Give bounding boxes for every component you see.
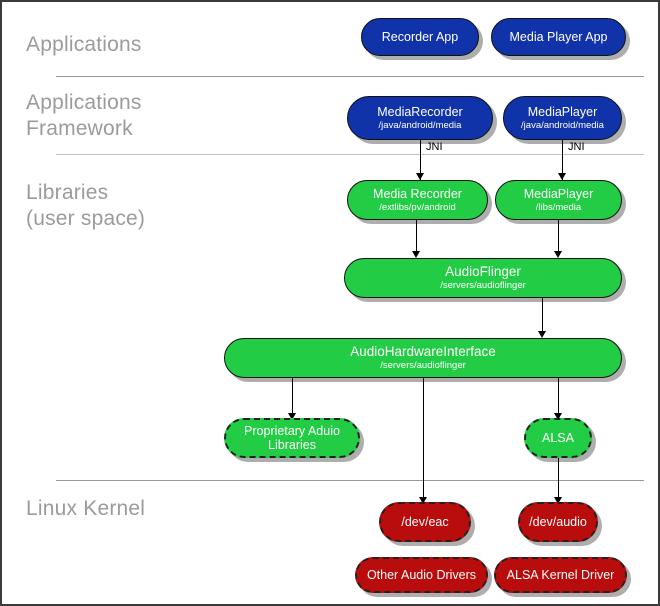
node-dev-audio-title: /dev/audio — [529, 515, 587, 529]
edge-ahi-to-dev-eac — [423, 378, 424, 502]
node-proprietary-audio-libs-title: Proprietary Aduio — [244, 424, 340, 438]
edge-label-jni-right: JNI — [568, 141, 585, 153]
node-media-recorder-lib-title: Media Recorder — [373, 187, 462, 201]
edge-audioflinger-to-ahi-arrow — [538, 331, 546, 338]
node-mediaplayer-framework[interactable]: MediaPlayer /java/android/media — [503, 96, 622, 140]
edge-alsa-to-dev-audio-arrow — [554, 497, 562, 504]
edge-ahi-to-dev-eac-arrow — [419, 497, 427, 504]
edge-ahi-to-alsa — [558, 378, 559, 418]
edge-mediarecorder-jni-arrow — [416, 173, 424, 180]
node-recorder-app-title: Recorder App — [381, 30, 459, 44]
node-audiohardwareinterface-title: AudioHardwareInterface — [350, 344, 496, 359]
node-proprietary-audio-libs[interactable]: Proprietary Aduio Libraries — [224, 418, 360, 458]
node-mediaplayer-framework-title: MediaPlayer — [527, 105, 598, 119]
node-media-player-app-title: Media Player App — [509, 30, 608, 44]
node-audioflinger-title: AudioFlinger — [445, 264, 521, 279]
node-other-audio-drivers-title: Other Audio Drivers — [366, 568, 477, 582]
node-media-player-app[interactable]: Media Player App — [491, 18, 626, 56]
node-alsa-kernel-driver[interactable]: ALSA Kernel Driver — [494, 557, 627, 593]
node-mediaplayer-lib-title: MediaPlayer — [523, 187, 594, 201]
node-alsa[interactable]: ALSA — [524, 418, 592, 458]
edge-audioflinger-to-ahi — [542, 298, 543, 336]
edge-mediaplayer-to-audioflinger — [558, 220, 559, 256]
edge-mediarecorder-to-audioflinger — [416, 220, 417, 256]
edge-ahi-to-proprietary-arrow — [288, 413, 296, 420]
node-alsa-kernel-driver-title: ALSA Kernel Driver — [506, 568, 615, 582]
divider-applications — [56, 76, 644, 77]
layer-label-applications-framework: Applications Framework — [26, 91, 142, 140]
node-media-recorder-lib-path: /extlibs/pv/android — [379, 202, 456, 213]
edge-alsa-to-dev-audio — [558, 458, 559, 502]
divider-framework — [56, 154, 644, 155]
edge-mediarecorder-jni — [420, 140, 421, 180]
node-dev-eac-title: /dev/eac — [401, 515, 449, 529]
layer-label-applications: Applications — [26, 33, 142, 56]
node-recorder-app[interactable]: Recorder App — [361, 18, 479, 56]
node-audioflinger[interactable]: AudioFlinger /servers/audioflinger — [344, 258, 622, 298]
node-mediaplayer-lib-path: /libs/media — [535, 202, 582, 213]
node-mediarecorder-framework-title: MediaRecorder — [377, 105, 463, 119]
edge-mediaplayer-jni — [562, 140, 563, 180]
edge-mediarecorder-to-audioflinger-arrow — [412, 251, 420, 258]
layer-label-linux-kernel: Linux Kernel — [26, 497, 146, 520]
divider-kernel — [56, 480, 644, 481]
node-alsa-title: ALSA — [542, 431, 574, 445]
node-media-recorder-lib[interactable]: Media Recorder /extlibs/pv/android — [347, 180, 488, 220]
node-other-audio-drivers[interactable]: Other Audio Drivers — [355, 557, 488, 593]
node-mediaplayer-lib[interactable]: MediaPlayer /libs/media — [495, 180, 622, 220]
node-audioflinger-path: /servers/audioflinger — [440, 280, 526, 291]
node-dev-eac[interactable]: /dev/eac — [379, 502, 471, 542]
edge-label-jni-left: JNI — [426, 141, 443, 153]
node-audiohardwareinterface[interactable]: AudioHardwareInterface /servers/audiofli… — [224, 338, 622, 378]
node-mediarecorder-framework-path: /java/android/media — [378, 120, 462, 131]
node-mediarecorder-framework[interactable]: MediaRecorder /java/android/media — [347, 96, 493, 140]
node-audiohardwareinterface-path: /servers/audioflinger — [380, 360, 466, 371]
edge-mediaplayer-jni-arrow — [558, 173, 566, 180]
node-proprietary-audio-libs-subtitle: Libraries — [268, 438, 316, 452]
edge-mediaplayer-to-audioflinger-arrow — [554, 251, 562, 258]
edge-ahi-to-proprietary — [292, 378, 293, 418]
node-dev-audio[interactable]: /dev/audio — [518, 502, 598, 542]
layer-label-libraries: Libraries (user space) — [26, 181, 146, 230]
edge-ahi-to-alsa-arrow — [554, 413, 562, 420]
node-mediaplayer-framework-path: /java/android/media — [521, 120, 604, 131]
